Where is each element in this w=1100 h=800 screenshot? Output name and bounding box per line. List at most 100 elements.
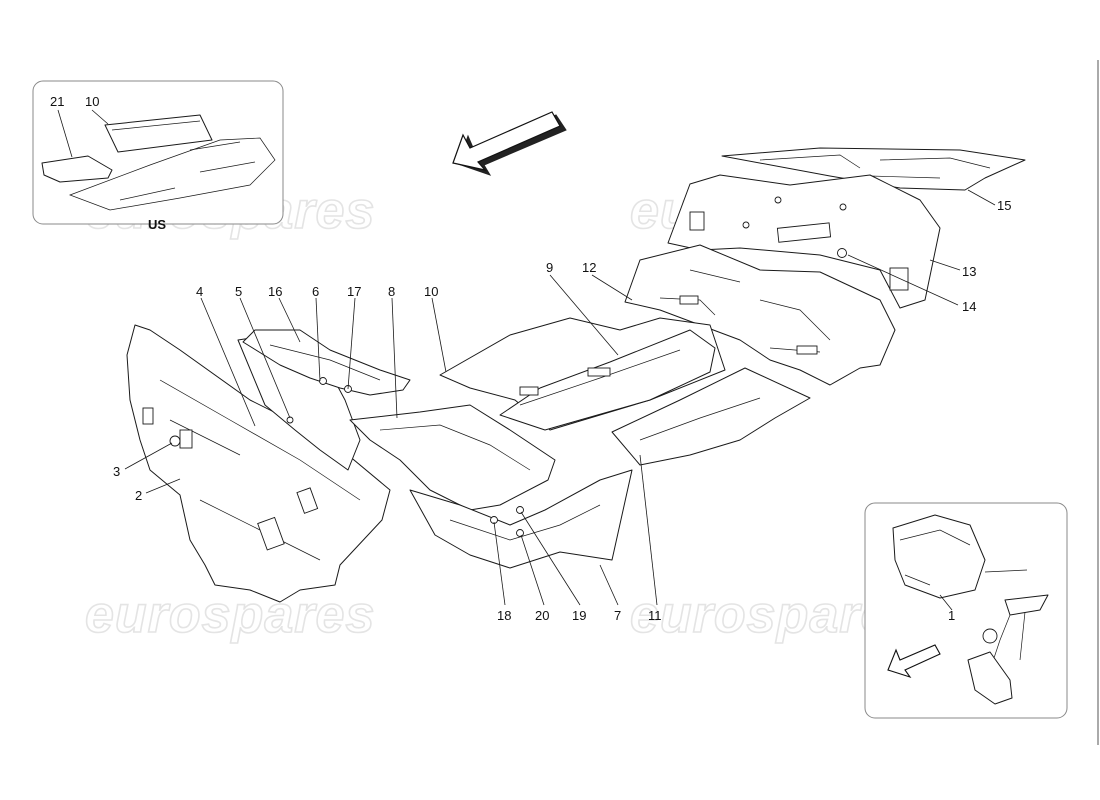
- direction-arrow-top: [452, 111, 567, 176]
- part-3-grommet: [169, 435, 181, 447]
- callout-2: 2: [135, 488, 142, 503]
- part-11-front-floor: [611, 367, 811, 466]
- leader-17: [347, 297, 356, 390]
- callout-15: 15: [997, 198, 1011, 213]
- pedal-inset: 1: [864, 502, 1068, 719]
- callout-5: 5: [235, 284, 242, 299]
- pedal-inset-rod: [984, 569, 1028, 573]
- callout-17: 17: [347, 284, 361, 299]
- firewall-panel: [126, 324, 391, 603]
- callout-numbers: 4 5 16 6 17 8 10 9 12 15 13 14 3 2 18 20…: [113, 198, 1011, 623]
- part-7-detail: [449, 504, 601, 541]
- pedal-inset-panel-1: [892, 514, 986, 599]
- us-inset-frame: [32, 80, 284, 225]
- pedal-inset-panel-detail: [899, 529, 971, 586]
- rear-parcel-panel: [667, 147, 1026, 309]
- callout-14: 14: [962, 299, 976, 314]
- leader-15: [967, 189, 996, 206]
- part-10-slot: [519, 386, 539, 396]
- part-13-rear-bulkhead: [667, 174, 941, 309]
- leader-16: [278, 297, 301, 343]
- leader-4: [200, 297, 256, 427]
- us-inset-label: US: [148, 217, 166, 232]
- direction-arrow: [452, 111, 561, 171]
- callout-12: 12: [582, 260, 596, 275]
- leader-3: [124, 442, 173, 470]
- part-13-slot: [776, 222, 832, 243]
- pedal-inset-pivot: [982, 628, 998, 644]
- part-13-cutout-left: [689, 211, 705, 231]
- us-inset-tunnel-detail: [119, 141, 256, 201]
- callout-20: 20: [535, 608, 549, 623]
- part-13-hole-a: [742, 221, 750, 229]
- leader-8: [391, 297, 398, 419]
- part-9-tunnel-cover: [499, 329, 716, 431]
- part-13-cutout-right: [889, 267, 909, 291]
- part-2-cutout-d: [142, 407, 154, 425]
- part-14-plug: [837, 248, 847, 258]
- leader-9: [549, 274, 619, 356]
- pedal-inset-pedal-pad: [967, 651, 1013, 705]
- leader-19: [520, 511, 581, 606]
- pedal-inset-direction-arrow: [887, 644, 941, 679]
- center-floor: [439, 317, 726, 431]
- leader-5: [239, 297, 291, 419]
- part-12-slot-b: [796, 345, 818, 355]
- rear-floor-mat: [624, 244, 896, 386]
- callout-11: 11: [648, 608, 662, 623]
- leader-18: [493, 521, 506, 606]
- part-12-detail: [659, 269, 831, 353]
- callout-us-10: 10: [85, 94, 99, 109]
- part-19-clip: [516, 506, 524, 514]
- part-12-slot-a: [679, 295, 699, 305]
- part-2-cutout-c: [179, 429, 193, 449]
- leader-12: [591, 274, 633, 301]
- us-leader-10: [91, 109, 109, 125]
- part-15-top-mat-detail: [759, 154, 991, 179]
- leader-7: [599, 564, 619, 606]
- part-2-cutout-b: [296, 487, 319, 514]
- us-inset-mat-21: [41, 155, 113, 183]
- us-inset-mat-10: [104, 114, 213, 153]
- front-floor-mat: [611, 367, 811, 466]
- pedal-inset-bracket: [1004, 594, 1049, 616]
- us-inset-mat-10-edge: [111, 120, 201, 131]
- leader-11: [639, 454, 658, 606]
- callout-pedal-1: 1: [948, 608, 955, 623]
- part-9-slot: [587, 367, 611, 377]
- callout-16: 16: [268, 284, 282, 299]
- center-console-parts: [349, 404, 633, 569]
- leader-2: [145, 478, 181, 494]
- part-13-hole-c: [839, 203, 847, 211]
- part-11-detail: [639, 397, 761, 441]
- callout-8: 8: [388, 284, 395, 299]
- part-2-firewall: [126, 324, 391, 603]
- callout-3: 3: [113, 464, 120, 479]
- part-2-cutout-a: [257, 516, 285, 551]
- leader-lines: [124, 189, 996, 606]
- leader-10: [431, 297, 447, 373]
- leader-6: [315, 297, 321, 382]
- leader-13: [929, 259, 961, 271]
- callout-4: 4: [196, 284, 203, 299]
- leader-14: [847, 254, 959, 306]
- callout-13: 13: [962, 264, 976, 279]
- part-6-clip: [319, 377, 327, 385]
- part-20-clip: [516, 529, 524, 537]
- callout-6: 6: [312, 284, 319, 299]
- us-inset-tunnel-outline: [69, 137, 276, 211]
- callout-10: 10: [424, 284, 438, 299]
- callout-9: 9: [546, 260, 553, 275]
- part-9-ridge: [519, 349, 681, 406]
- part-8-detail: [379, 424, 531, 471]
- callout-7: 7: [614, 608, 621, 623]
- part-16-detail: [269, 344, 381, 381]
- pedal-leader-1: [939, 594, 953, 611]
- part-8-console-pad: [349, 404, 556, 511]
- part-13-hole-b: [774, 196, 782, 204]
- part-12-rear-floor: [624, 244, 896, 386]
- part-16-upper-pad: [242, 329, 411, 396]
- us-inset: 21 10 US: [32, 80, 284, 232]
- callout-19: 19: [572, 608, 586, 623]
